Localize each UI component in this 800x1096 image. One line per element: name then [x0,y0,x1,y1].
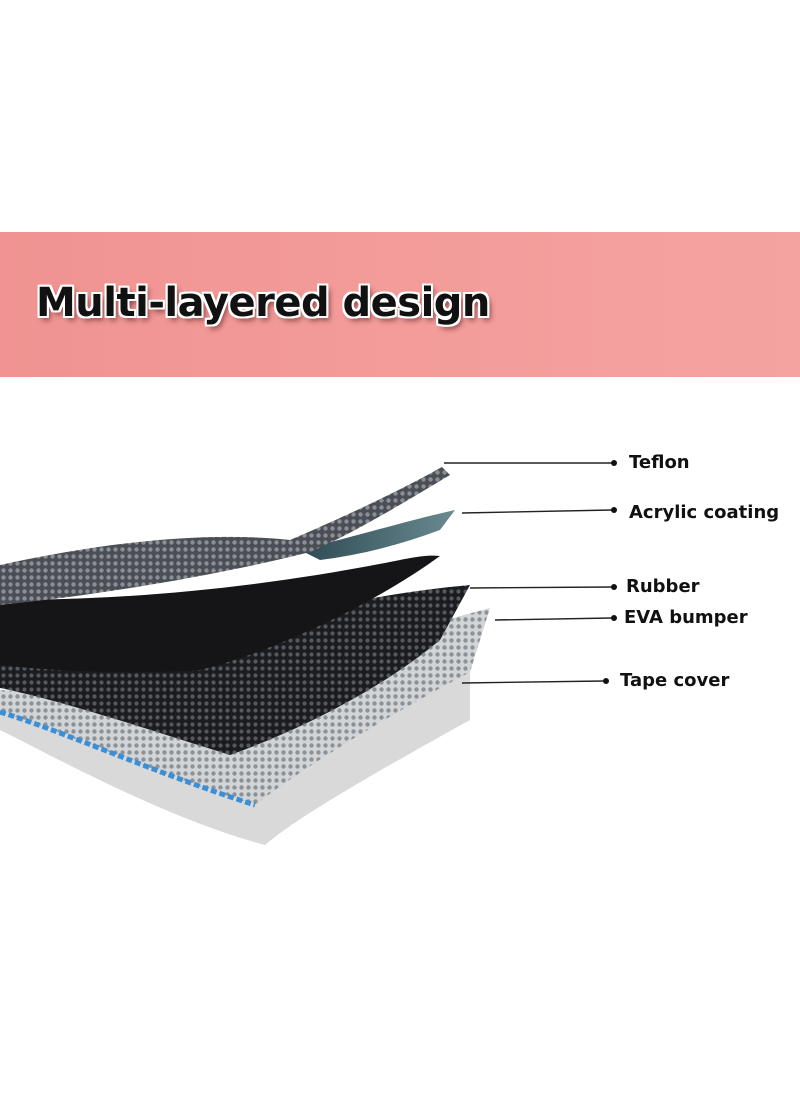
leader-teflon [444,460,617,466]
teflon-underside [0,555,440,673]
acrylic-coating-layer [300,510,455,560]
eva-bumper-edge [0,709,256,808]
leader-rubber [469,584,617,590]
rubber-layer [0,585,470,755]
label-tape-cover: Tape cover [620,670,730,691]
title-banner [0,232,800,377]
label-acrylic-coating: Acrylic coating [629,502,780,523]
leader-acrylic-coating [461,507,617,514]
banner-title: Multi-layered design [36,280,490,326]
leader-tape-cover [461,678,609,684]
label-teflon: Teflon [629,452,690,473]
label-eva-bumper: EVA bumper [624,607,748,628]
leader-eva-bumper [494,615,617,621]
label-rubber: Rubber [626,576,700,597]
teflon-layer [0,467,450,605]
